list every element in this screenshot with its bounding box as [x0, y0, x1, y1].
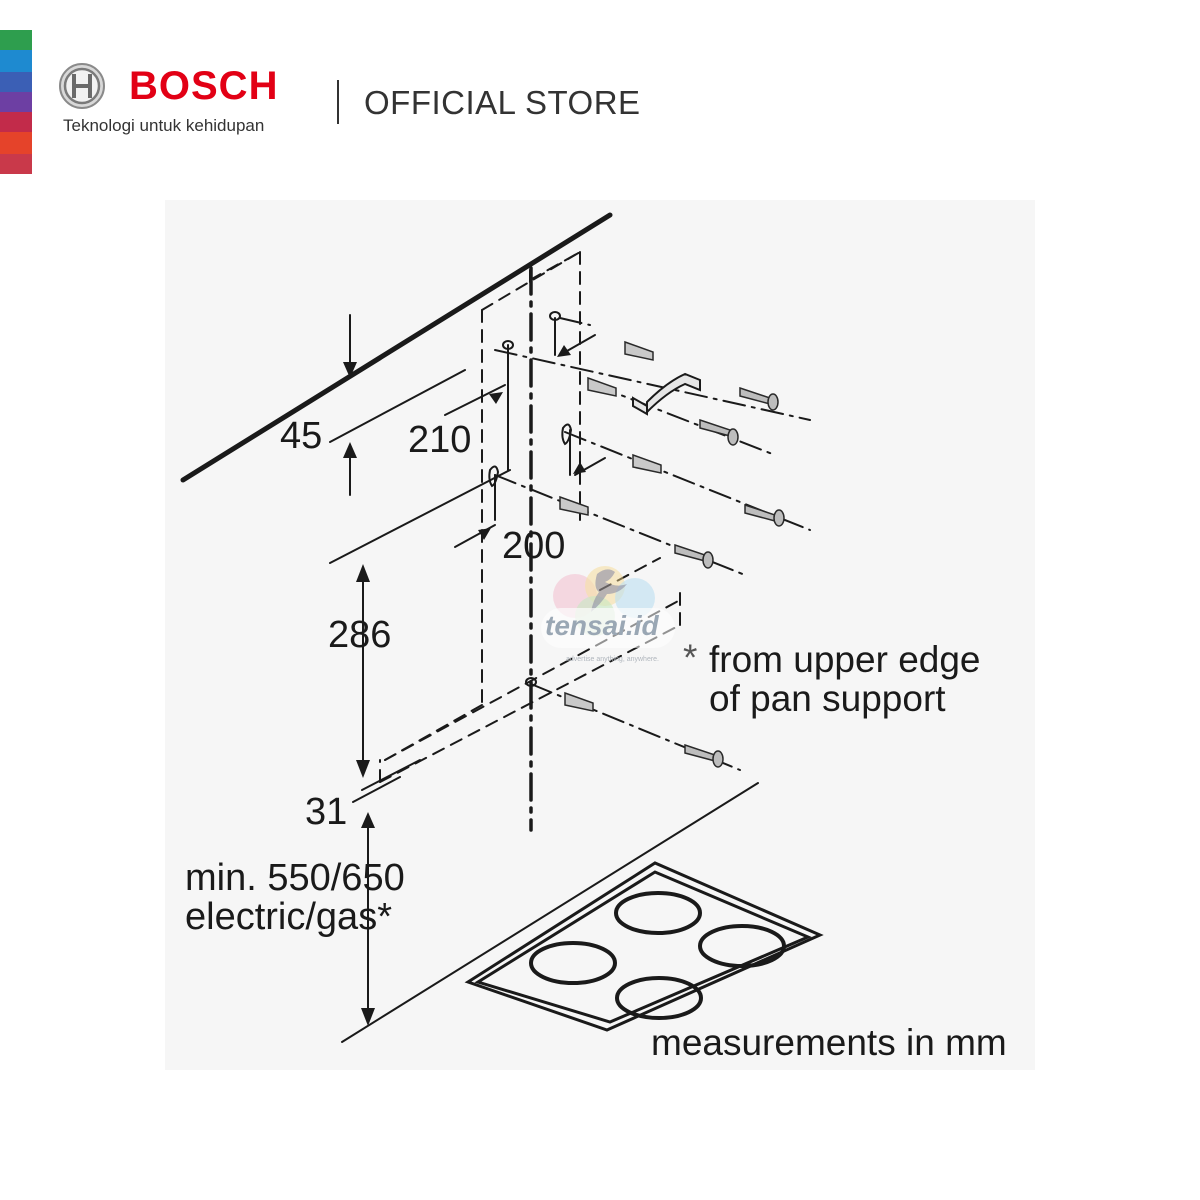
brand-tagline: Teknologi untuk kehidupan [63, 116, 265, 135]
brand-color-stripe [0, 30, 32, 174]
tensai-watermark-icon [541, 566, 675, 648]
dim-45-arrows [329, 314, 466, 496]
header-divider [337, 80, 339, 124]
brand-name: BOSCH [129, 64, 279, 108]
dim-200-label: 200 [502, 525, 566, 567]
wall-top-line [180, 212, 613, 483]
footnote-line1: from upper edge [709, 639, 981, 680]
counter-line [341, 782, 759, 1043]
hob-outline [464, 861, 824, 1032]
wall-plugs [559, 340, 662, 712]
reference-lines [329, 469, 511, 803]
dim-31-label: 31 [305, 791, 348, 833]
hob-burners [529, 891, 786, 1020]
store-label: OFFICIAL STORE [364, 84, 641, 121]
wall-bracket [632, 372, 701, 416]
units-note: measurements in mm [651, 1022, 1007, 1063]
dim-210-label: 210 [408, 419, 472, 461]
screws [674, 386, 785, 768]
dim-286-label: 286 [328, 614, 392, 656]
bosch-logo-icon [59, 63, 105, 109]
dim-45-label: 45 [280, 415, 323, 457]
mounting-holes [488, 311, 573, 687]
min-height-label-line2: electric/gas* [185, 896, 392, 938]
watermark-text: tensai.id [545, 610, 659, 641]
footnote-star: * [683, 637, 698, 678]
watermark-subtext: advertise anything, anywhere. [566, 656, 659, 663]
footnote-line2: of pan support [709, 678, 946, 719]
min-height-label-line1: min. 550/650 [185, 857, 405, 899]
